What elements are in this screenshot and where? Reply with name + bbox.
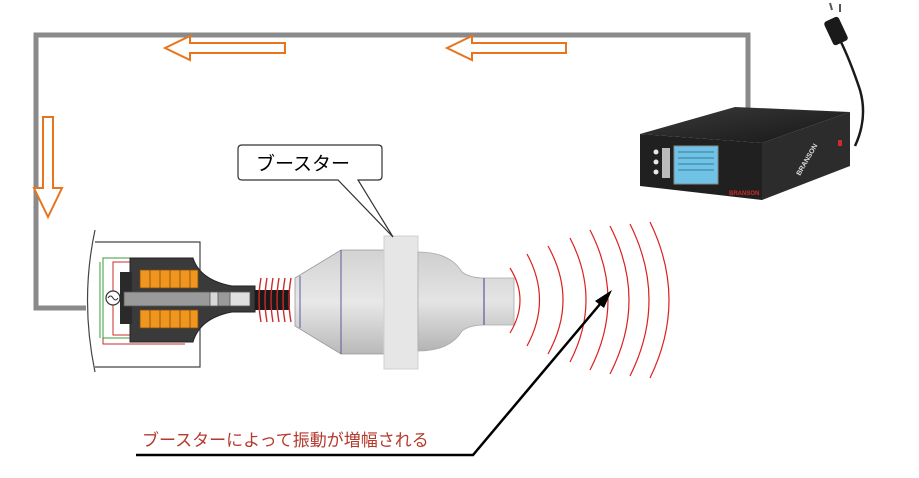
left-arrow-2	[447, 36, 566, 60]
vibration-waves	[510, 222, 669, 378]
threaded-stud	[255, 278, 291, 322]
generator-brand: BRANSON	[729, 191, 759, 197]
left-arrow-1	[165, 36, 285, 60]
flow-arrows	[34, 36, 566, 217]
power-plug-icon	[823, 3, 848, 46]
booster	[295, 236, 418, 369]
ac-source-icon	[106, 291, 120, 305]
booster-callout: ブースター	[238, 145, 393, 237]
horn	[418, 252, 514, 351]
caption-text: ブースターによって振動が増幅される	[142, 430, 429, 451]
callout-label: ブースター	[256, 152, 350, 175]
transducer	[88, 230, 256, 372]
booster-clamp-ring	[384, 236, 418, 369]
